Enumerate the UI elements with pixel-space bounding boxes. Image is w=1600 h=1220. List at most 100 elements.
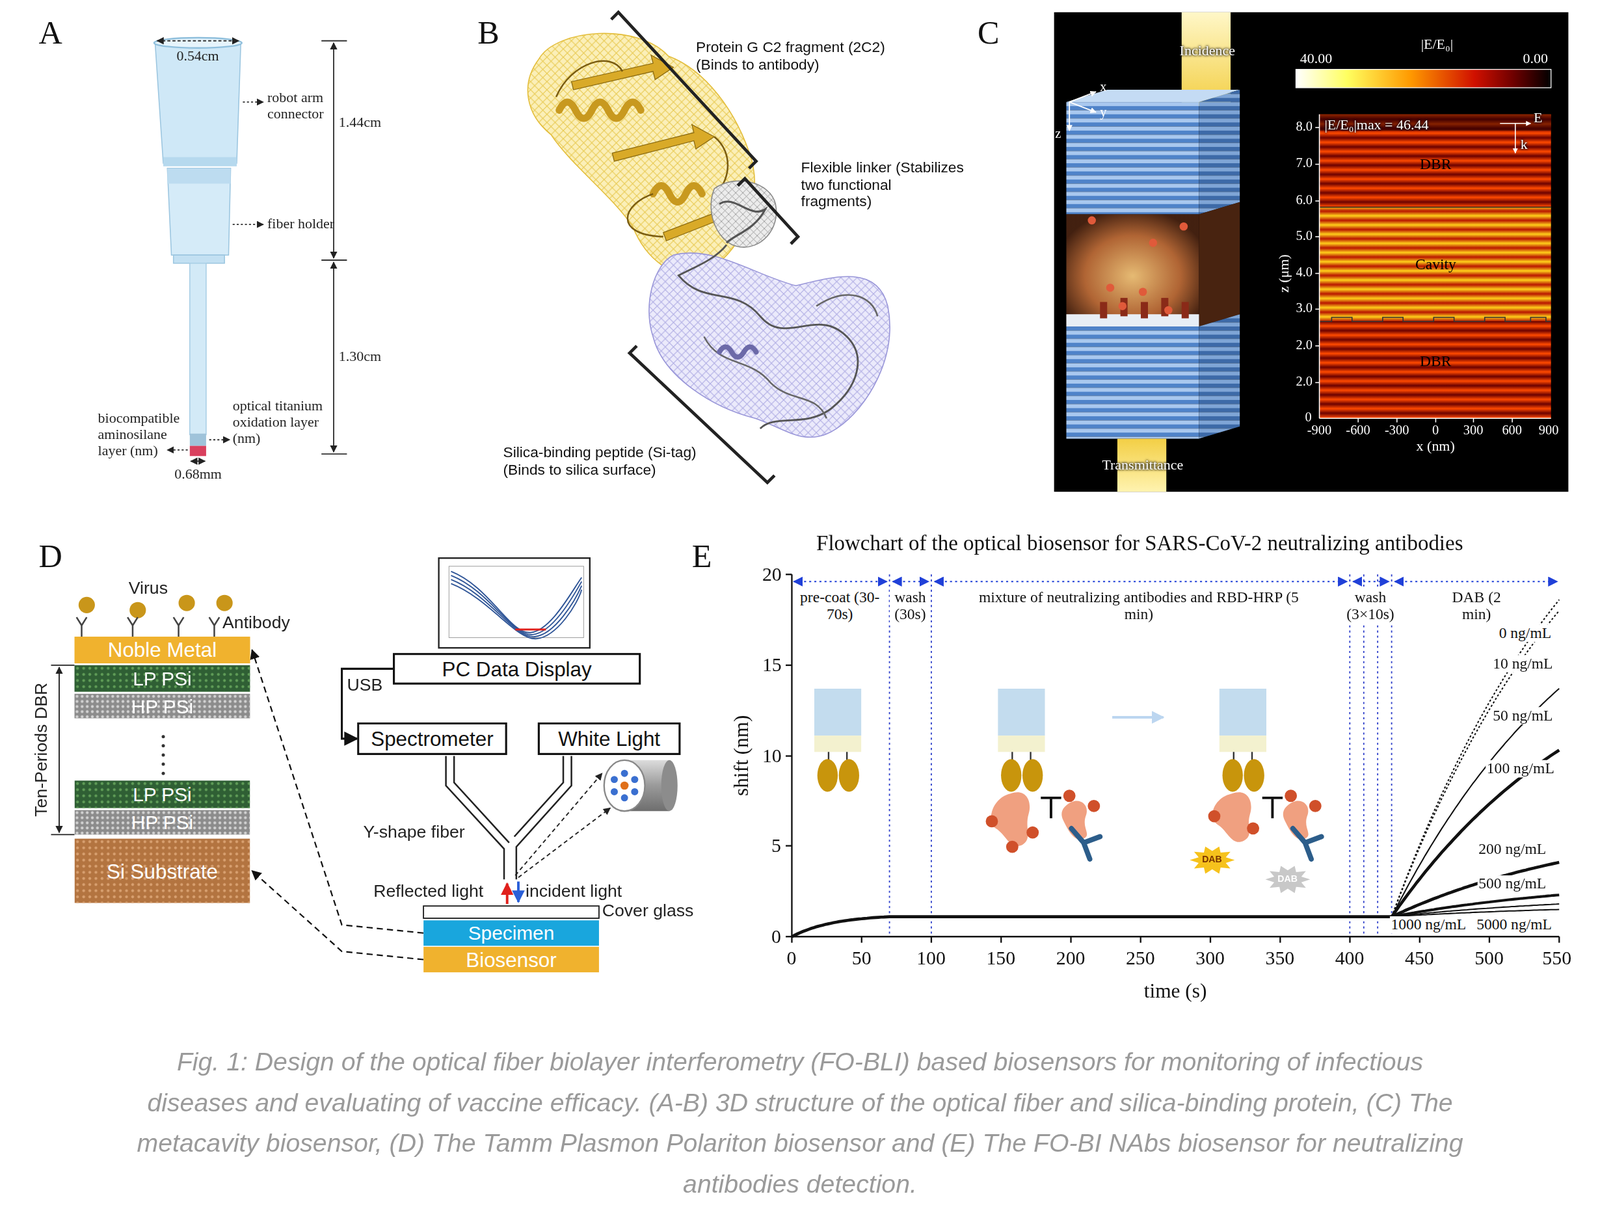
symbol-label: DAB	[1201, 853, 1223, 865]
sensor-icon	[997, 688, 1045, 736]
phase-label: wash (30s)	[889, 588, 931, 624]
chart-axes	[785, 755, 792, 757]
simulation-panel	[1435, 418, 1437, 423]
phase-dividers	[1376, 574, 1379, 937]
plot-label: 40.00	[1300, 50, 1333, 67]
phase-arrows	[794, 580, 1558, 583]
sensor-icon	[1208, 810, 1221, 823]
curve-label: 50 ng/mL	[1492, 706, 1554, 725]
tick-label: 600	[1501, 423, 1522, 439]
sensor-icon	[997, 735, 1045, 752]
simulation-panel	[1315, 126, 1320, 129]
chart-axes	[1488, 936, 1491, 943]
phase-dividers	[889, 574, 1392, 937]
symbol-label: DAB	[1277, 873, 1298, 884]
spectrum-plot	[448, 566, 584, 639]
response-curve	[1391, 862, 1560, 918]
sensor-icon	[1222, 759, 1243, 792]
virus-antibody	[173, 617, 185, 637]
sensor-icon	[817, 759, 838, 792]
part-label: Antibody	[222, 613, 291, 634]
simulation-panel	[1357, 418, 1359, 423]
virus-antibody	[76, 595, 233, 637]
layer-box: Biosensor	[423, 946, 600, 973]
simulation-panel	[1054, 12, 1569, 492]
box-text: LP PSi	[132, 668, 192, 689]
tick-label: 2.0	[1295, 374, 1312, 390]
fiber-probe	[154, 42, 241, 164]
part-label: 1.30cm	[338, 349, 382, 366]
part-label: robot arm connector	[267, 89, 341, 123]
annotation: Protein G C2 fragment (2C2) (Binds to an…	[695, 39, 906, 73]
simulation-panel	[1315, 382, 1320, 384]
sensor-icon	[1000, 759, 1022, 792]
region-label: Cavity	[1415, 256, 1457, 274]
spectrum-plot	[515, 628, 546, 631]
tick-label: y	[1099, 105, 1107, 121]
tick-label: 0	[786, 946, 797, 970]
step-arrow	[1112, 716, 1163, 719]
layer-box: White Light	[537, 722, 681, 756]
layer-box: PC Data Display	[392, 653, 641, 685]
part-label: 0.54cm	[176, 48, 219, 65]
sensor-icon	[1262, 798, 1283, 819]
tick-label: 0	[771, 925, 782, 948]
ellipsis-dots	[161, 753, 166, 757]
box-text: Spectrometer	[370, 728, 494, 749]
fiber-probe	[163, 157, 237, 167]
chart-axes	[785, 844, 792, 847]
figure-caption: Fig. 1: Design of the optical fiber biol…	[126, 1040, 1474, 1204]
layer-box: LP PSi	[74, 665, 251, 693]
fiber-cross-section	[610, 788, 618, 796]
light-arrows	[517, 881, 520, 903]
spectrum-plot	[439, 558, 590, 648]
simulation-panel	[1319, 114, 1321, 419]
plot-label: k	[1520, 136, 1528, 153]
sensor-icon	[1219, 735, 1267, 752]
tick-label: 3.0	[1295, 301, 1312, 317]
protein-structure	[704, 295, 879, 419]
phase-dividers	[930, 574, 933, 937]
box-text: Specimen	[468, 923, 555, 944]
simulation-panel	[1066, 213, 1199, 327]
dimension-lines	[242, 101, 263, 103]
fiber-probe	[167, 168, 231, 255]
simulation-panel	[1066, 326, 1199, 440]
sensor-icon	[1243, 759, 1264, 792]
panel-letter: B	[477, 14, 499, 53]
chart-axes	[785, 574, 1560, 943]
protein-structure	[527, 33, 890, 438]
sensor-icon	[814, 688, 862, 792]
tick-label: 500	[1474, 946, 1504, 970]
part-label: 0.68mm	[174, 466, 222, 483]
tick-label: 550	[1542, 946, 1572, 970]
chart-axes	[1558, 936, 1560, 943]
dab-burst	[1189, 846, 1235, 875]
protein-structure	[719, 201, 766, 243]
tick-label: 10	[762, 744, 782, 767]
protein-structure	[653, 186, 702, 203]
fiber-cross-section	[630, 775, 639, 784]
chart-axes	[1209, 936, 1212, 943]
simulation-panel	[1315, 163, 1320, 166]
spectrum-plot	[450, 579, 582, 637]
response-curve	[1391, 610, 1560, 918]
curve-label: 500 ng/mL	[1477, 875, 1548, 894]
response-curve	[1391, 894, 1560, 917]
virus-antibody	[127, 617, 138, 637]
sensor-icon	[814, 688, 862, 736]
curve-label: 5000 ng/mL	[1475, 916, 1554, 934]
chart-axes	[785, 573, 792, 575]
tick-label: 100	[916, 946, 946, 970]
tick-label: -600	[1345, 423, 1370, 439]
sensor-icon	[1309, 800, 1322, 813]
plot-label: E	[1533, 109, 1543, 127]
chart-axes	[1069, 936, 1072, 943]
tick-label: 6.0	[1295, 193, 1312, 209]
light-arrows	[507, 881, 519, 905]
sensor-icon	[1208, 688, 1322, 860]
simulation-panel	[1315, 345, 1320, 347]
bracket	[737, 178, 799, 244]
data-curve	[791, 599, 1560, 937]
sensor-icon	[1040, 798, 1061, 819]
